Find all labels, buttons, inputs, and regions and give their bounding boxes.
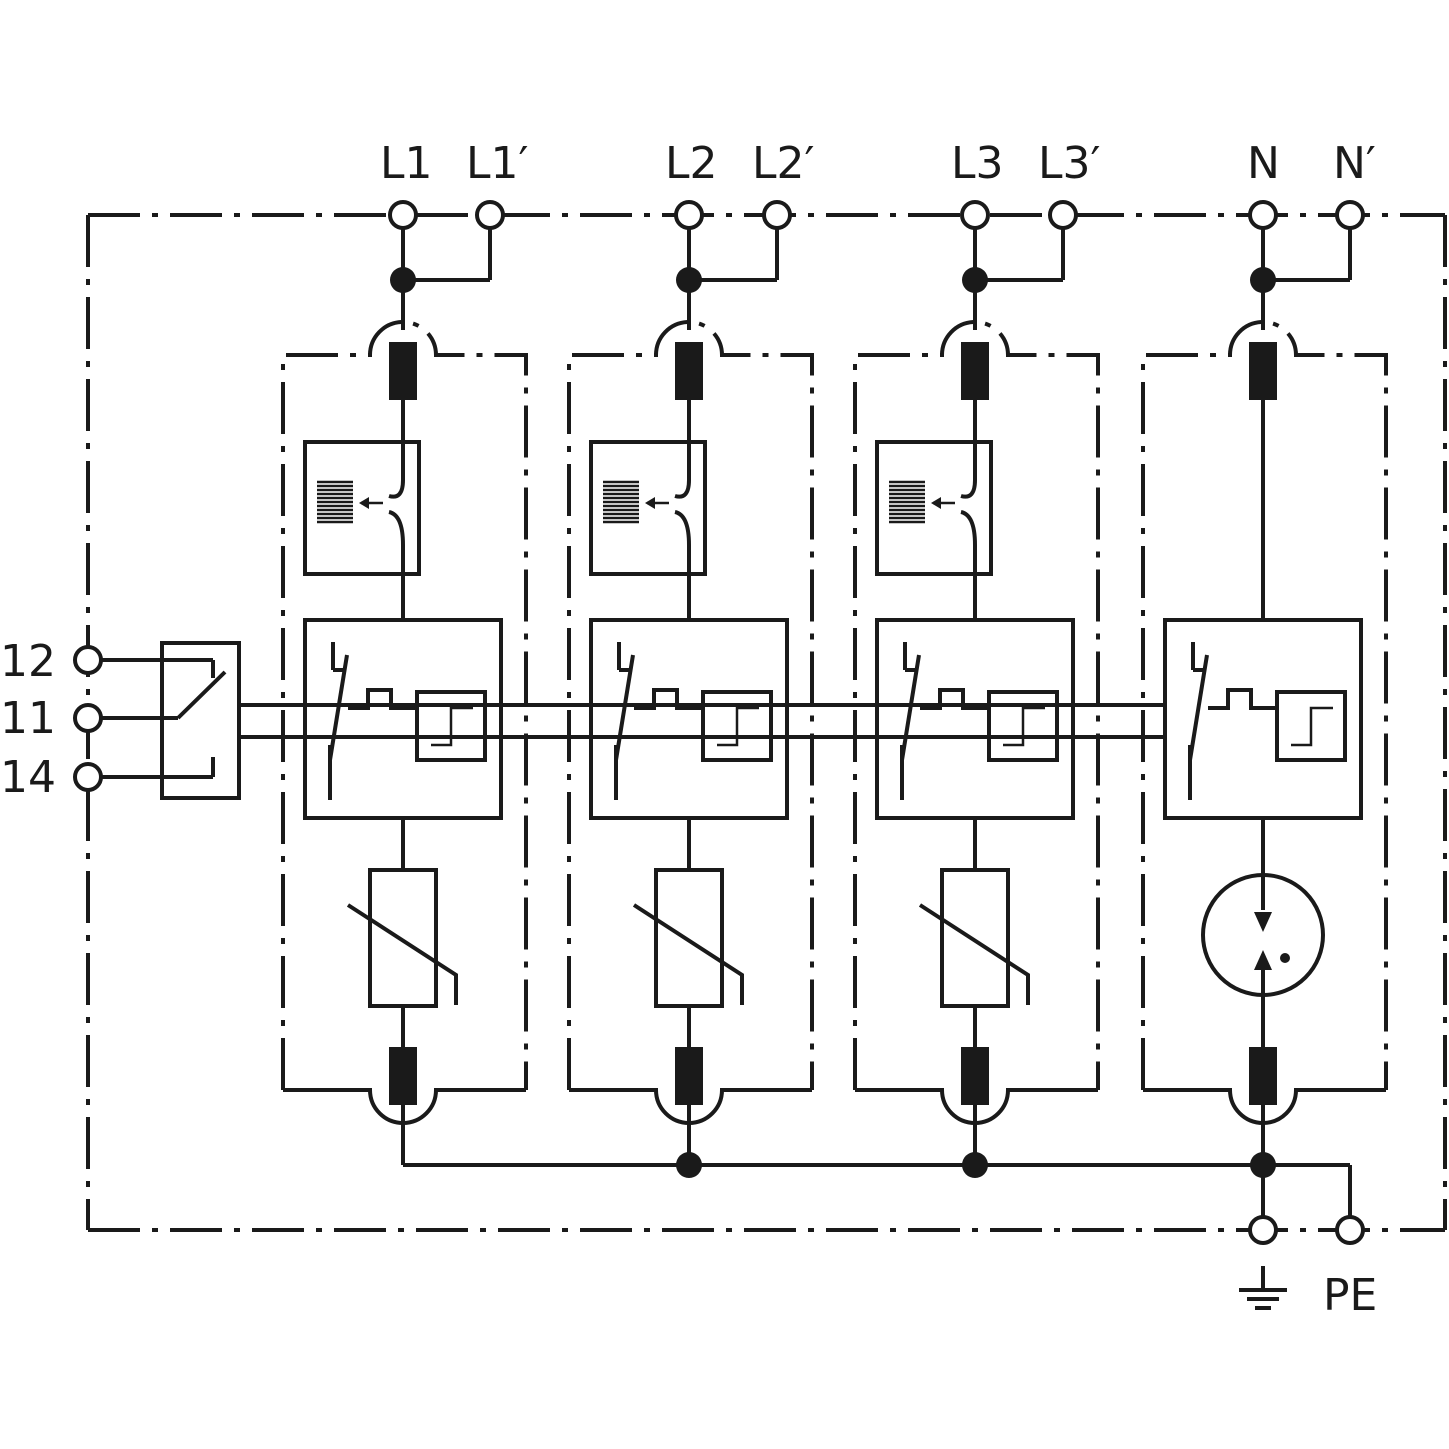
switch-line — [614, 654, 635, 761]
contact-line — [388, 442, 405, 499]
label-N: N — [1247, 138, 1280, 189]
fuse-bottom — [1249, 1047, 1277, 1105]
terminal-N[interactable] — [1248, 200, 1278, 230]
label-L3: L3 — [951, 138, 1004, 189]
label-11: 11 — [0, 693, 56, 744]
module-L1 — [281, 200, 528, 1165]
label-12: 12 — [0, 636, 56, 687]
module-N — [1141, 200, 1388, 1165]
label-L1: L1 — [380, 138, 433, 189]
label-L3-prime: L3′ — [1038, 138, 1101, 189]
module-group — [281, 200, 1388, 1165]
varistor-icon — [940, 868, 1010, 1008]
terminal-14[interactable] — [73, 762, 103, 792]
terminal-labels: L1 L1′ L2 L2′ L3 L3′ N N′ 12 11 14 PE — [0, 138, 1377, 1321]
hysteresis-curve — [717, 706, 759, 747]
link-line — [1208, 688, 1275, 710]
contact-line — [674, 442, 691, 499]
switch-line — [328, 654, 349, 761]
link-line — [920, 688, 987, 710]
junction-dot — [962, 1152, 988, 1178]
label-L2-prime: L2′ — [752, 138, 815, 189]
terminal-11[interactable] — [73, 703, 103, 733]
module-outline — [853, 320, 1100, 1090]
terminal-12[interactable] — [73, 645, 103, 675]
contact-line — [388, 510, 405, 620]
terminal-L3-prime[interactable] — [1048, 200, 1078, 230]
terminal-L1-prime[interactable] — [475, 200, 505, 230]
junction-dot — [1250, 267, 1276, 293]
remote-signal-contact — [73, 641, 1165, 800]
varistor-slash — [632, 903, 744, 1005]
earth-ground-icon — [1239, 1266, 1287, 1310]
terminal-L3[interactable] — [960, 200, 990, 230]
varistor-icon — [654, 868, 724, 1008]
fuse-bottom — [675, 1047, 703, 1105]
label-L2: L2 — [665, 138, 718, 189]
link-line — [634, 688, 701, 710]
contact-line — [960, 510, 977, 620]
junction-dot — [676, 267, 702, 293]
arrow-head — [931, 497, 941, 509]
label-14: 14 — [0, 752, 56, 803]
arrow-head — [645, 497, 655, 509]
switch-line — [900, 654, 921, 761]
terminal-PE[interactable] — [1335, 1215, 1365, 1245]
junction-dot — [962, 267, 988, 293]
hysteresis-curve — [1291, 706, 1333, 747]
link-line — [348, 688, 415, 710]
hysteresis-icon — [701, 690, 773, 762]
module-outline — [1141, 320, 1388, 1090]
outer-enclosure — [86, 213, 1447, 1232]
varistor-slash — [346, 903, 458, 1005]
hysteresis-curve — [431, 706, 473, 747]
fuse-bottom — [961, 1047, 989, 1105]
gdt-dot — [1280, 953, 1290, 963]
fuse-top — [961, 342, 989, 400]
terminal-earth[interactable] — [1248, 1215, 1278, 1245]
hysteresis-curve — [1003, 706, 1045, 747]
terminal-L1[interactable] — [388, 200, 418, 230]
fuse-bottom — [389, 1047, 417, 1105]
fuse-top — [389, 342, 417, 400]
junction-dot — [390, 267, 416, 293]
gdt-arrow-down — [1254, 912, 1272, 932]
disconnector-box — [875, 440, 993, 576]
terminal-L2[interactable] — [674, 200, 704, 230]
hysteresis-icon — [415, 690, 487, 762]
label-PE: PE — [1323, 1270, 1377, 1321]
switch-line — [1188, 654, 1209, 761]
junction-dot — [1250, 1152, 1276, 1178]
fuse-top — [675, 342, 703, 400]
module-outline — [567, 320, 814, 1090]
label-L1-prime: L1′ — [466, 138, 529, 189]
varistor-icon — [368, 868, 438, 1008]
terminal-N-prime[interactable] — [1335, 200, 1365, 230]
disconnector-box — [589, 440, 707, 576]
varistor-slash — [918, 903, 1030, 1005]
contact-line — [674, 510, 691, 620]
common-bus — [403, 1152, 1365, 1245]
module-L2 — [567, 200, 814, 1165]
junction-dot — [676, 1152, 702, 1178]
signal-contact-box — [160, 641, 241, 800]
module-L3 — [853, 200, 1100, 1165]
disconnector-box — [303, 440, 421, 576]
arrow-head — [359, 497, 369, 509]
contact-line — [960, 442, 977, 499]
hysteresis-icon — [987, 690, 1059, 762]
module-outline — [281, 320, 528, 1090]
hysteresis-icon — [1275, 690, 1347, 762]
fuse-top — [1249, 342, 1277, 400]
terminal-L2-prime[interactable] — [762, 200, 792, 230]
label-N-prime: N′ — [1333, 138, 1376, 189]
